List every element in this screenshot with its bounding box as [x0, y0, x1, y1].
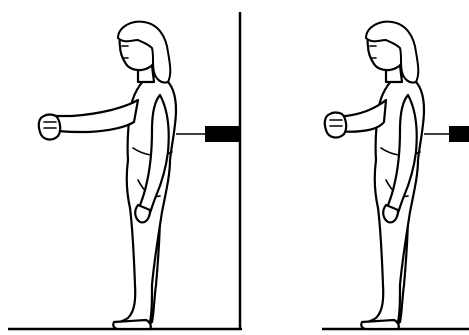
- right-wall-block: [449, 126, 469, 142]
- right-panel: [322, 22, 469, 329]
- left-wall-block: [205, 126, 240, 142]
- left-woman-figure: [39, 22, 176, 329]
- right-woman-figure: [325, 22, 424, 329]
- left-panel: [8, 12, 242, 329]
